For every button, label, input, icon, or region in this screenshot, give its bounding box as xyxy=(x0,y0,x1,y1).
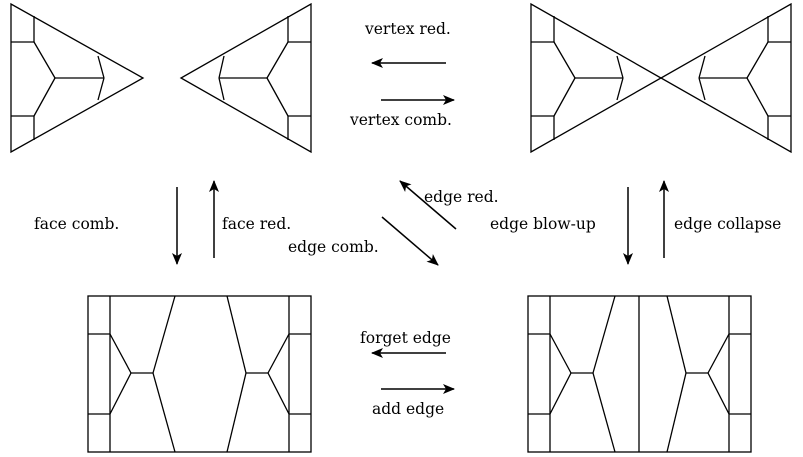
arrows xyxy=(172,58,669,394)
labels: vertex red. vertex comb. face comb. face… xyxy=(34,20,781,418)
graph-rectangle-extra-edge xyxy=(527,295,752,453)
label-face-combination: face comb. xyxy=(34,215,119,233)
right-triangle xyxy=(179,2,312,154)
label-edge-collapse: edge collapse xyxy=(674,215,781,233)
label-face-reduction: face red. xyxy=(222,215,291,233)
label-vertex-combination: vertex comb. xyxy=(349,111,452,129)
label-edge-blow-up: edge blow-up xyxy=(490,215,596,233)
label-edge-reduction: edge red. xyxy=(424,188,499,206)
arrow-edge-combination xyxy=(381,216,439,266)
graph-bowtie xyxy=(530,2,792,154)
label-forget-edge: forget edge xyxy=(360,329,451,347)
label-add-edge: add edge xyxy=(372,400,444,418)
graph-two-triangles xyxy=(10,2,312,154)
arrow-edge-reduction xyxy=(399,180,457,230)
left-triangle xyxy=(10,2,145,154)
graph-rectangle xyxy=(87,295,312,453)
label-vertex-reduction: vertex red. xyxy=(364,20,451,38)
label-edge-combination: edge comb. xyxy=(288,238,379,256)
